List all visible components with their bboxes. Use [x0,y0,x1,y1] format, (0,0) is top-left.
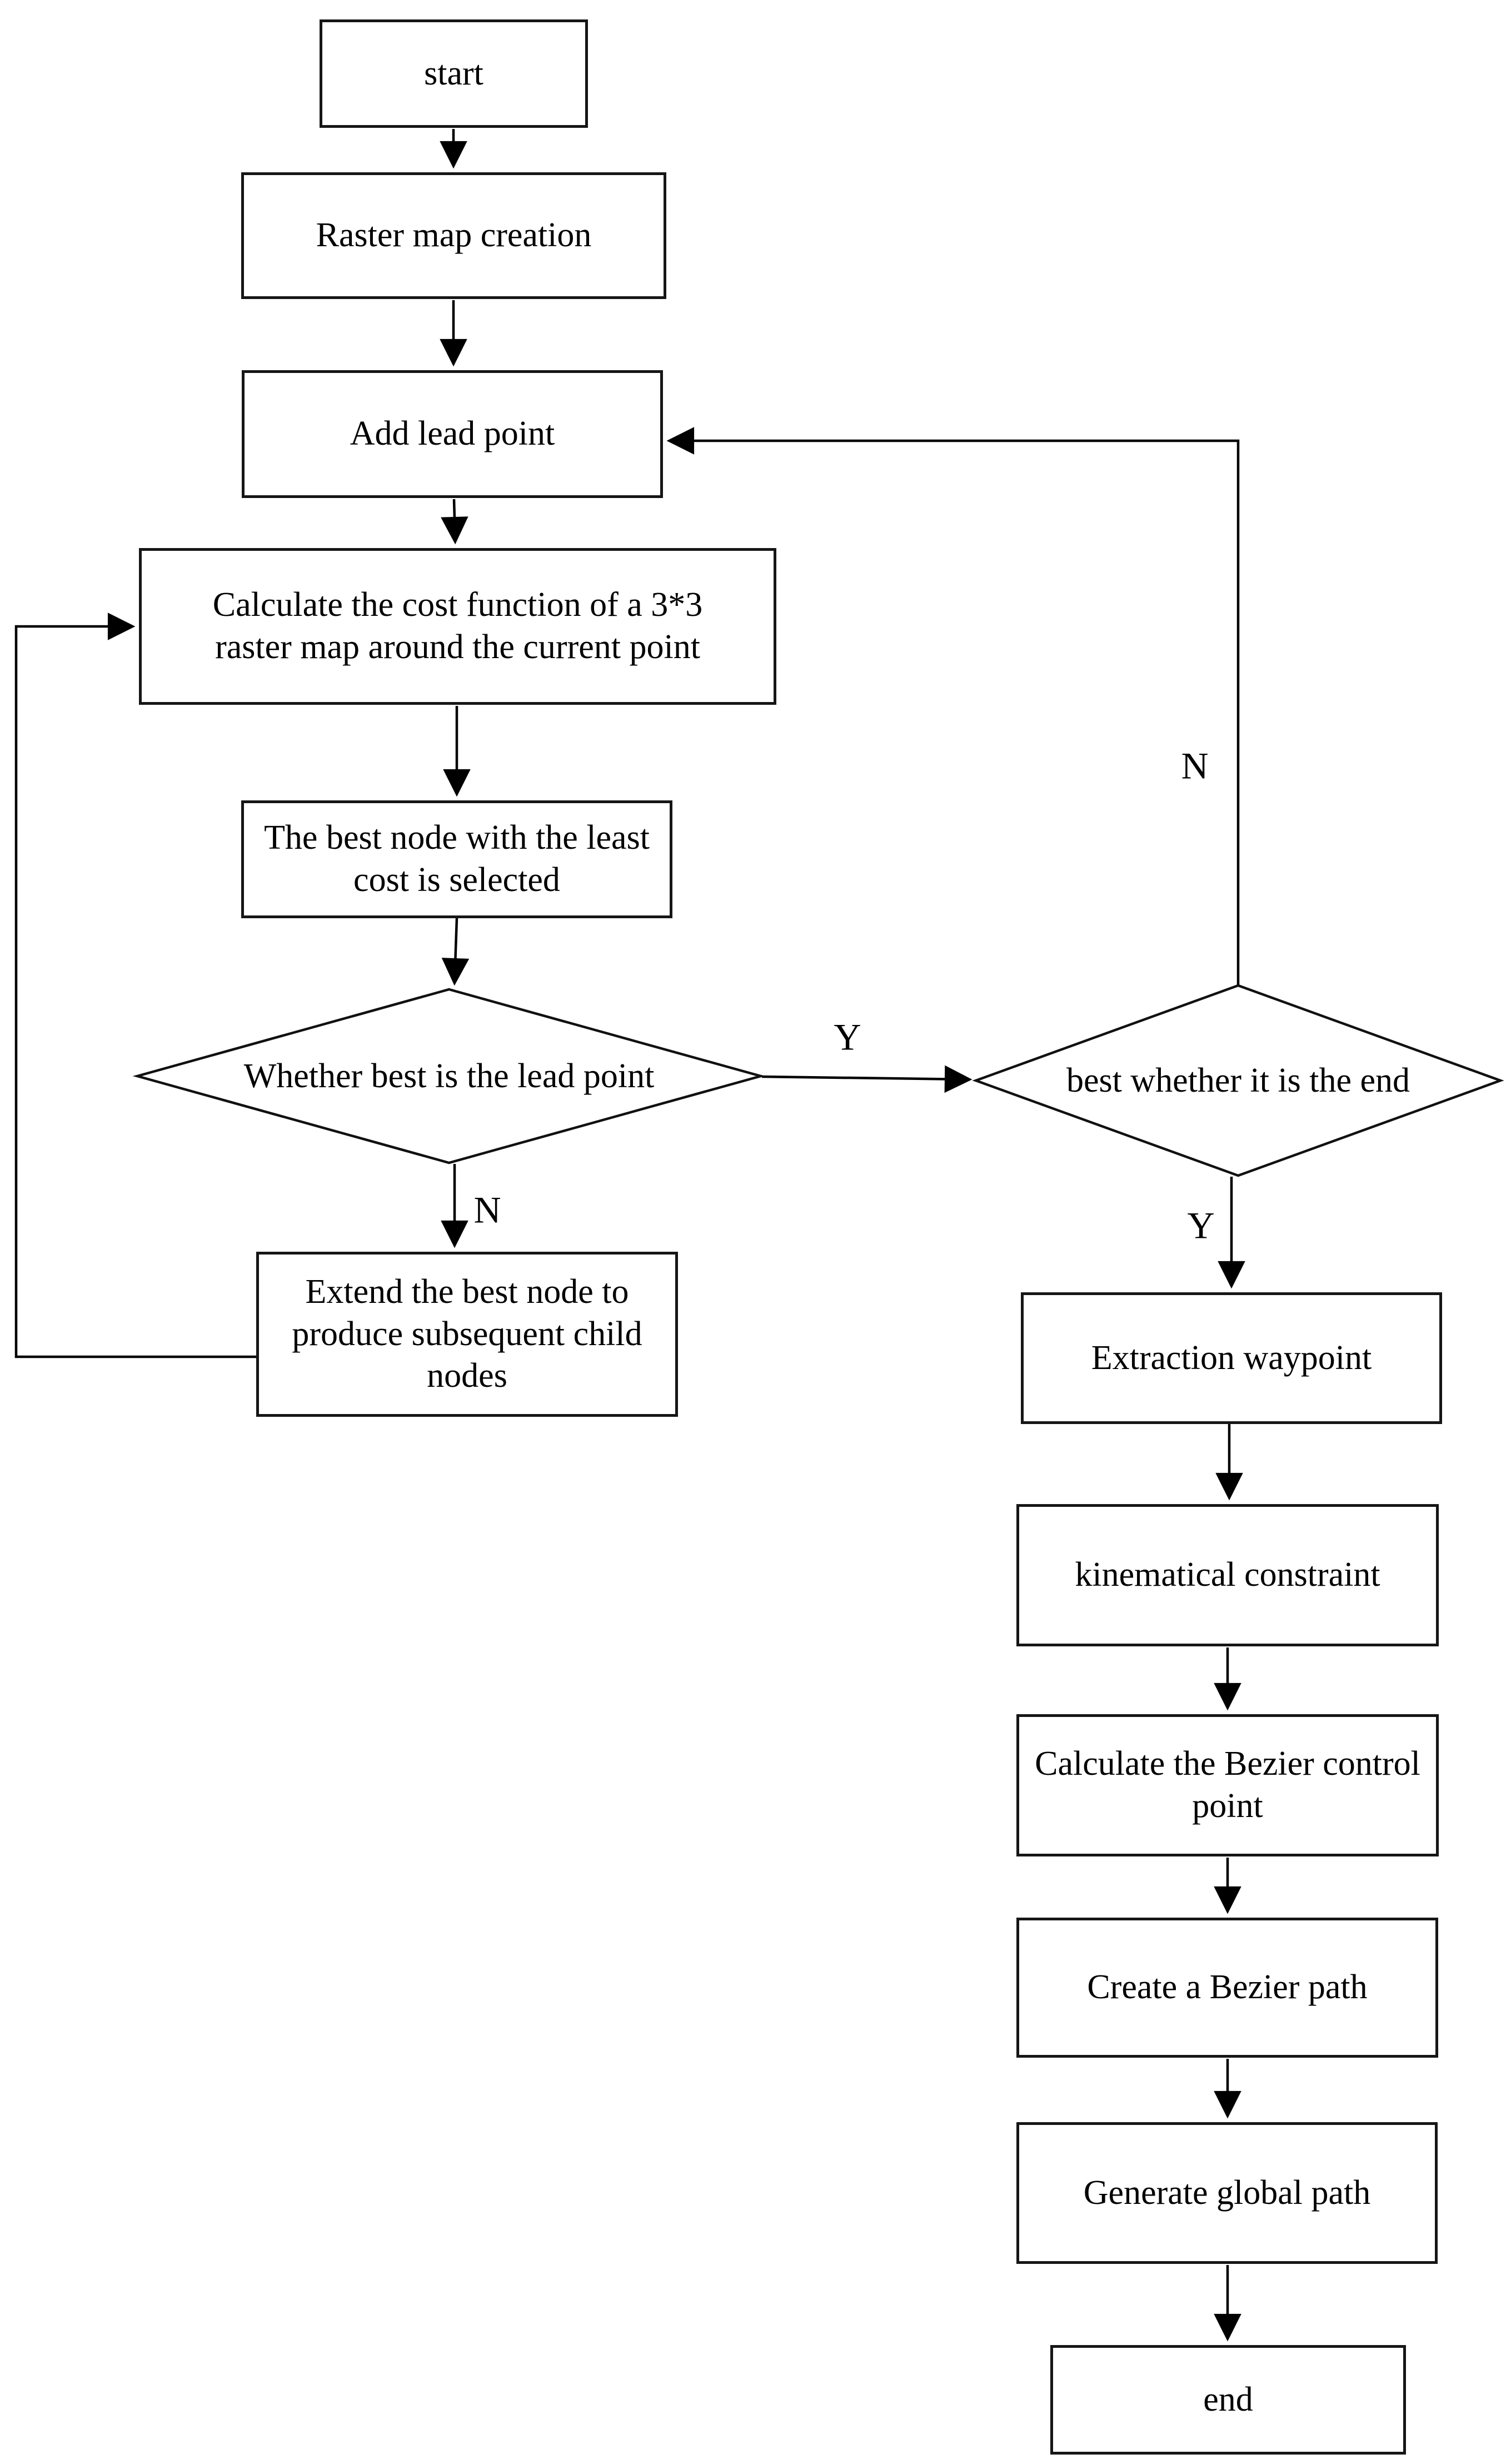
node-extend-best-node: Extend the best node to produce subseque… [256,1252,678,1417]
node-add-lead-point-label: Add lead point [350,415,555,453]
node-extend-best-node-label: Extend the best node to produce subseque… [292,1273,642,1395]
node-best-node-selected: The best node with the least cost is sel… [241,800,672,918]
node-start: start [320,19,588,128]
edge-label-end-decision-y: Y [1187,1204,1215,1247]
node-lead-decision: Whether best is the lead point [137,1032,761,1121]
node-end: end [1050,2345,1406,2455]
node-best-node-selected-label: The best node with the least cost is sel… [264,819,650,899]
node-generate-global-path-label: Generate global path [1083,2173,1371,2212]
node-start-label: start [424,54,483,92]
edge-label-lead-decision-y: Y [834,1016,861,1058]
edge-label-end-decision-n: N [1181,744,1209,787]
node-end-decision: best whether it is the end [976,1036,1500,1125]
node-kinematical-constraint: kinematical constraint [1016,1504,1439,1646]
node-extraction-waypoint: Extraction waypoint [1021,1292,1442,1424]
node-calculate-bezier-control-point: Calculate the Bezier control point [1016,1714,1439,1856]
edge-addlead-calccost [441,499,468,545]
node-kinematical-constraint-label: kinematical constraint [1075,1556,1380,1594]
edge-leaddecision-enddecision-y [761,1065,973,1093]
node-extraction-waypoint-label: Extraction waypoint [1091,1338,1372,1377]
edge-label-lead-decision-n: N [473,1188,501,1231]
node-calculate-bezier-control-point-label: Calculate the Bezier control point [1035,1745,1420,1825]
edge-bestnode-leaddecision [441,918,470,986]
edge-enddecision-addlead-loop-n [666,427,1240,985]
node-generate-global-path: Generate global path [1016,2122,1438,2264]
node-raster-map-creation: Raster map creation [241,172,666,299]
node-create-bezier-path-label: Create a Bezier path [1087,1968,1368,2007]
node-calculate-cost-function-label: Calculate the cost function of a 3*3 ras… [212,586,703,666]
node-raster-map-creation-label: Raster map creation [316,216,592,255]
node-add-lead-point: Add lead point [242,370,663,498]
node-end-label: end [1203,2380,1253,2418]
edge-extend-calccost-loop [14,613,256,1358]
node-end-decision-label: best whether it is the end [1066,1061,1410,1099]
lead-decision-diamond [132,988,766,1164]
node-lead-decision-label: Whether best is the lead point [243,1057,655,1095]
node-calculate-cost-function: Calculate the cost function of a 3*3 ras… [139,548,776,705]
node-create-bezier-path: Create a Bezier path [1016,1918,1438,2058]
end-decision-diamond [972,984,1504,1177]
